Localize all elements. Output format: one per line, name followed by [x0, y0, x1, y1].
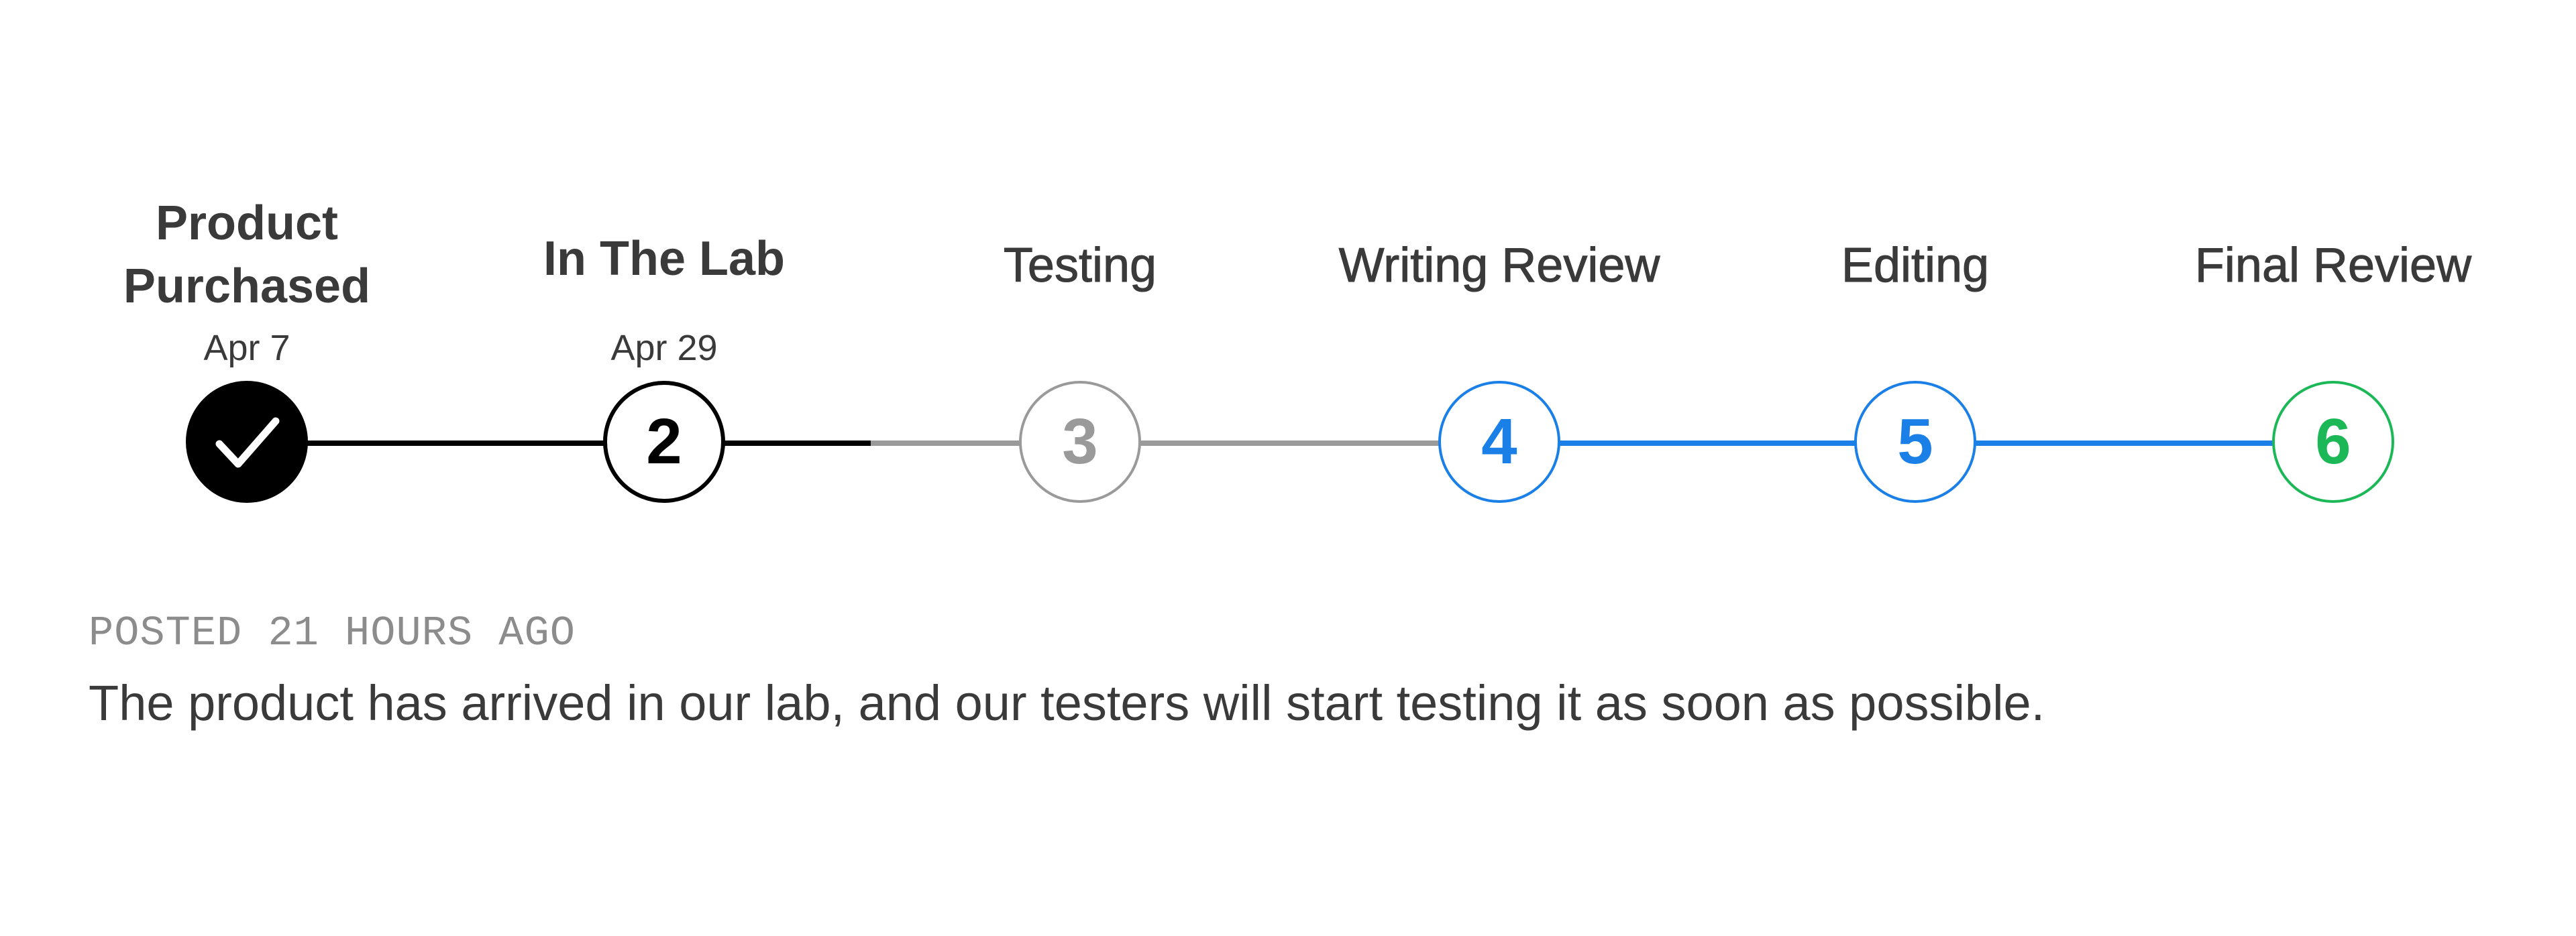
step-number: 2 [646, 406, 682, 477]
step-final-review: Final Review 6 [2125, 0, 2541, 536]
step-title: Editing [1841, 239, 1990, 293]
step-marker-final: 6 [2272, 381, 2394, 503]
step-in-the-lab: In The Lab Apr 29 2 [456, 0, 872, 536]
step-testing: Testing 3 [872, 0, 1288, 536]
step-number: 4 [1481, 406, 1517, 477]
step-marker-upcoming: 5 [1854, 381, 1976, 503]
step-title: Testing [1003, 239, 1157, 293]
step-marker-complete [186, 381, 308, 503]
progress-tracker: Product Purchased Apr 7 In The Lab Apr 2… [39, 0, 2541, 536]
step-date: Apr 7 [203, 328, 290, 368]
step-marker-current: 2 [603, 381, 725, 503]
step-title: In The Lab [543, 232, 785, 286]
step-editing: Editing 5 [1707, 0, 2123, 536]
connector-pending [871, 441, 1483, 446]
step-number: 5 [1897, 406, 1933, 477]
step-title: Product Purchased [123, 196, 371, 313]
step-writing-review: Writing Review 4 [1291, 0, 1707, 536]
step-title: Final Review [2194, 239, 2472, 293]
status-update: POSTED 21 HOURS AGO The product has arri… [89, 607, 2436, 736]
status-message: The product has arrived in our lab, and … [89, 675, 2045, 731]
step-marker-pending: 3 [1019, 381, 1141, 503]
step-number: 3 [1062, 406, 1098, 477]
step-product-purchased: Product Purchased Apr 7 [39, 0, 455, 536]
checkmark-icon [215, 417, 280, 468]
step-number: 6 [2315, 406, 2351, 477]
step-date: Apr 29 [610, 328, 718, 368]
connector-complete [247, 441, 871, 446]
posted-timestamp: POSTED 21 HOURS AGO [89, 609, 576, 657]
step-title: Writing Review [1338, 239, 1660, 293]
step-marker-upcoming: 4 [1438, 381, 1560, 503]
